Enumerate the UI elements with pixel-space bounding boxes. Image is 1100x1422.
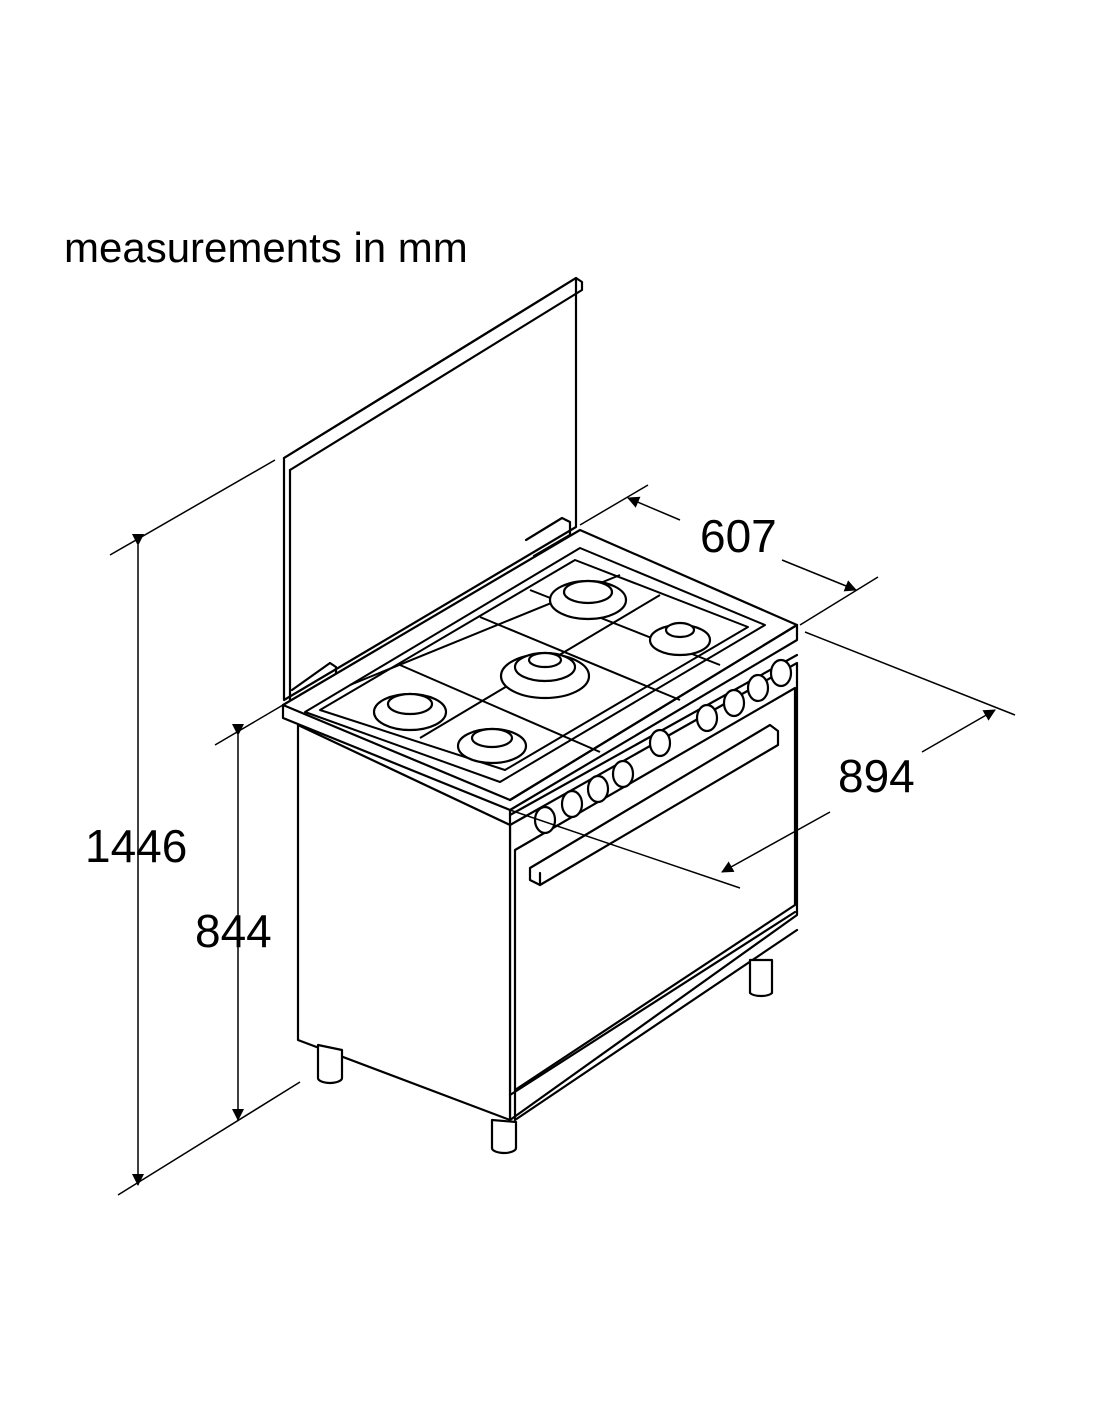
extension-line-body-top [214,704,284,746]
extension-line-top [109,459,276,556]
knob-2 [560,789,584,819]
dimension-line-width-b [721,811,831,873]
knob-6 [695,703,719,733]
cooker-feet [316,958,774,1155]
knob-7 [722,688,746,718]
foot-back-right [748,958,774,998]
burner-front-left [372,692,448,732]
extension-line-width-left [509,809,741,889]
oven-door [508,686,799,1122]
burner-back-right [648,621,712,657]
extension-line-depth-front [799,576,879,626]
label-total-height: 1446 [85,820,187,872]
burner-center-wok [499,651,591,700]
oven-handle [528,723,780,887]
burner-back-middle [548,579,628,621]
label-width: 894 [838,750,915,802]
dimension-line-width-a [921,709,996,753]
extension-line-width-right [804,631,1016,716]
burner-front-middle [456,727,528,765]
label-depth: 607 [700,510,777,562]
cooker-drawing [281,276,799,1155]
control-knobs [533,658,793,835]
dimension-line-depth-a [627,496,681,521]
knob-8 [746,673,770,703]
foot-front-left [316,1043,344,1085]
knob-3 [586,774,610,804]
dimension-lines [109,459,1016,1196]
diagram-title: measurements in mm [64,224,468,271]
label-body-height: 844 [195,905,272,957]
extension-line-depth-back [579,484,649,526]
knob-5 [648,728,672,758]
knob-9 [769,658,793,688]
burners [372,579,712,765]
cooker-left-side [296,723,512,1122]
foot-front-right [490,1118,518,1155]
knob-4 [611,759,635,789]
cooker-lid [282,276,584,702]
knob-1 [533,805,557,835]
extension-line-bottom [117,1081,301,1196]
dimension-line-depth-b [781,559,857,592]
